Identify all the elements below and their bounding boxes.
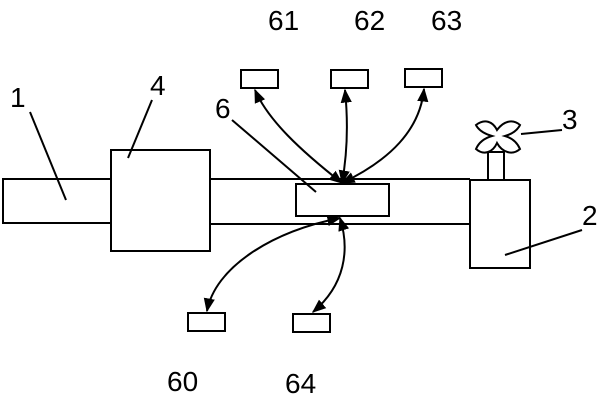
leader-6	[231, 119, 317, 193]
leader-3	[520, 129, 563, 135]
label-1: 1	[10, 82, 26, 113]
leader-4	[127, 99, 153, 159]
component-1-pipe	[2, 178, 112, 224]
sensor-61-box	[240, 69, 279, 89]
label-6: 6	[215, 93, 231, 124]
label-3: 3	[562, 104, 578, 135]
leader-2	[504, 229, 583, 256]
connector-6-to-63	[340, 87, 429, 184]
sensor-64-box	[292, 313, 331, 333]
label-60: 60	[167, 366, 198, 397]
component-3-handwheel	[474, 120, 522, 154]
label-62: 62	[354, 5, 385, 36]
connector-6-to-61	[254, 88, 344, 184]
connector-6-to-62	[338, 88, 352, 185]
label-61: 61	[268, 5, 299, 36]
sensor-60-box	[187, 312, 226, 332]
label-2: 2	[582, 200, 598, 231]
connector-6-to-60	[203, 214, 342, 313]
label-64: 64	[285, 368, 316, 399]
sensor-63-box	[404, 68, 443, 88]
component-4-box	[110, 149, 211, 252]
valve-stem	[487, 151, 505, 181]
component-2-box	[469, 179, 531, 269]
label-63: 63	[431, 5, 462, 36]
connector-6-to-64	[311, 216, 350, 313]
sensor-62-box	[330, 69, 369, 89]
component-6-block	[295, 183, 390, 217]
label-4: 4	[150, 70, 166, 101]
leader-1	[29, 111, 67, 201]
